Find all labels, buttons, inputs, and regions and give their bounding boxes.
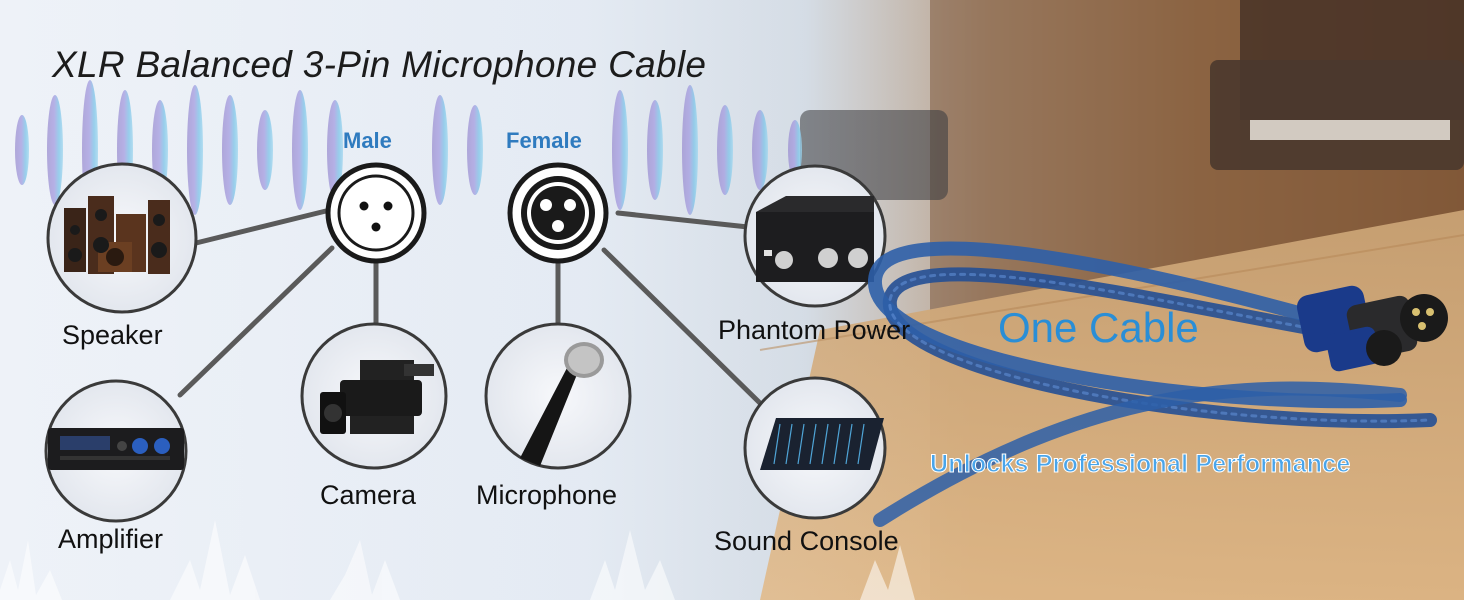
tagline-main: One Cable [998,304,1199,351]
tagline-sub: Unlocks Professional Performance [929,450,1351,479]
amplifier-icon [48,428,184,470]
phantom-power-label: Phantom Power [718,315,911,345]
amplifier-label: Amplifier [58,524,164,554]
camera-icon [320,360,434,434]
xlr-cable [867,241,1437,527]
sound-console-icon [760,418,884,470]
page-title: XLR Balanced 3-Pin Microphone Cable [52,44,707,85]
microphone-label: Microphone [476,480,618,510]
speaker-icon [64,196,170,274]
camera-label: Camera [320,480,417,510]
speaker-label: Speaker [62,320,163,350]
male-connector-label: Male [343,128,392,153]
male-connector-icon [325,162,427,264]
phantom-power-icon [756,196,874,282]
keyboard-keys [1250,120,1450,140]
microphone-icon [520,342,604,466]
bottom-waveform [0,520,915,600]
sound-console-label: Sound Console [714,526,899,556]
xlr-plugs [1296,285,1448,372]
female-connector-icon [507,162,609,264]
connection-lines [177,207,768,411]
female-connector-label: Female [506,128,582,153]
